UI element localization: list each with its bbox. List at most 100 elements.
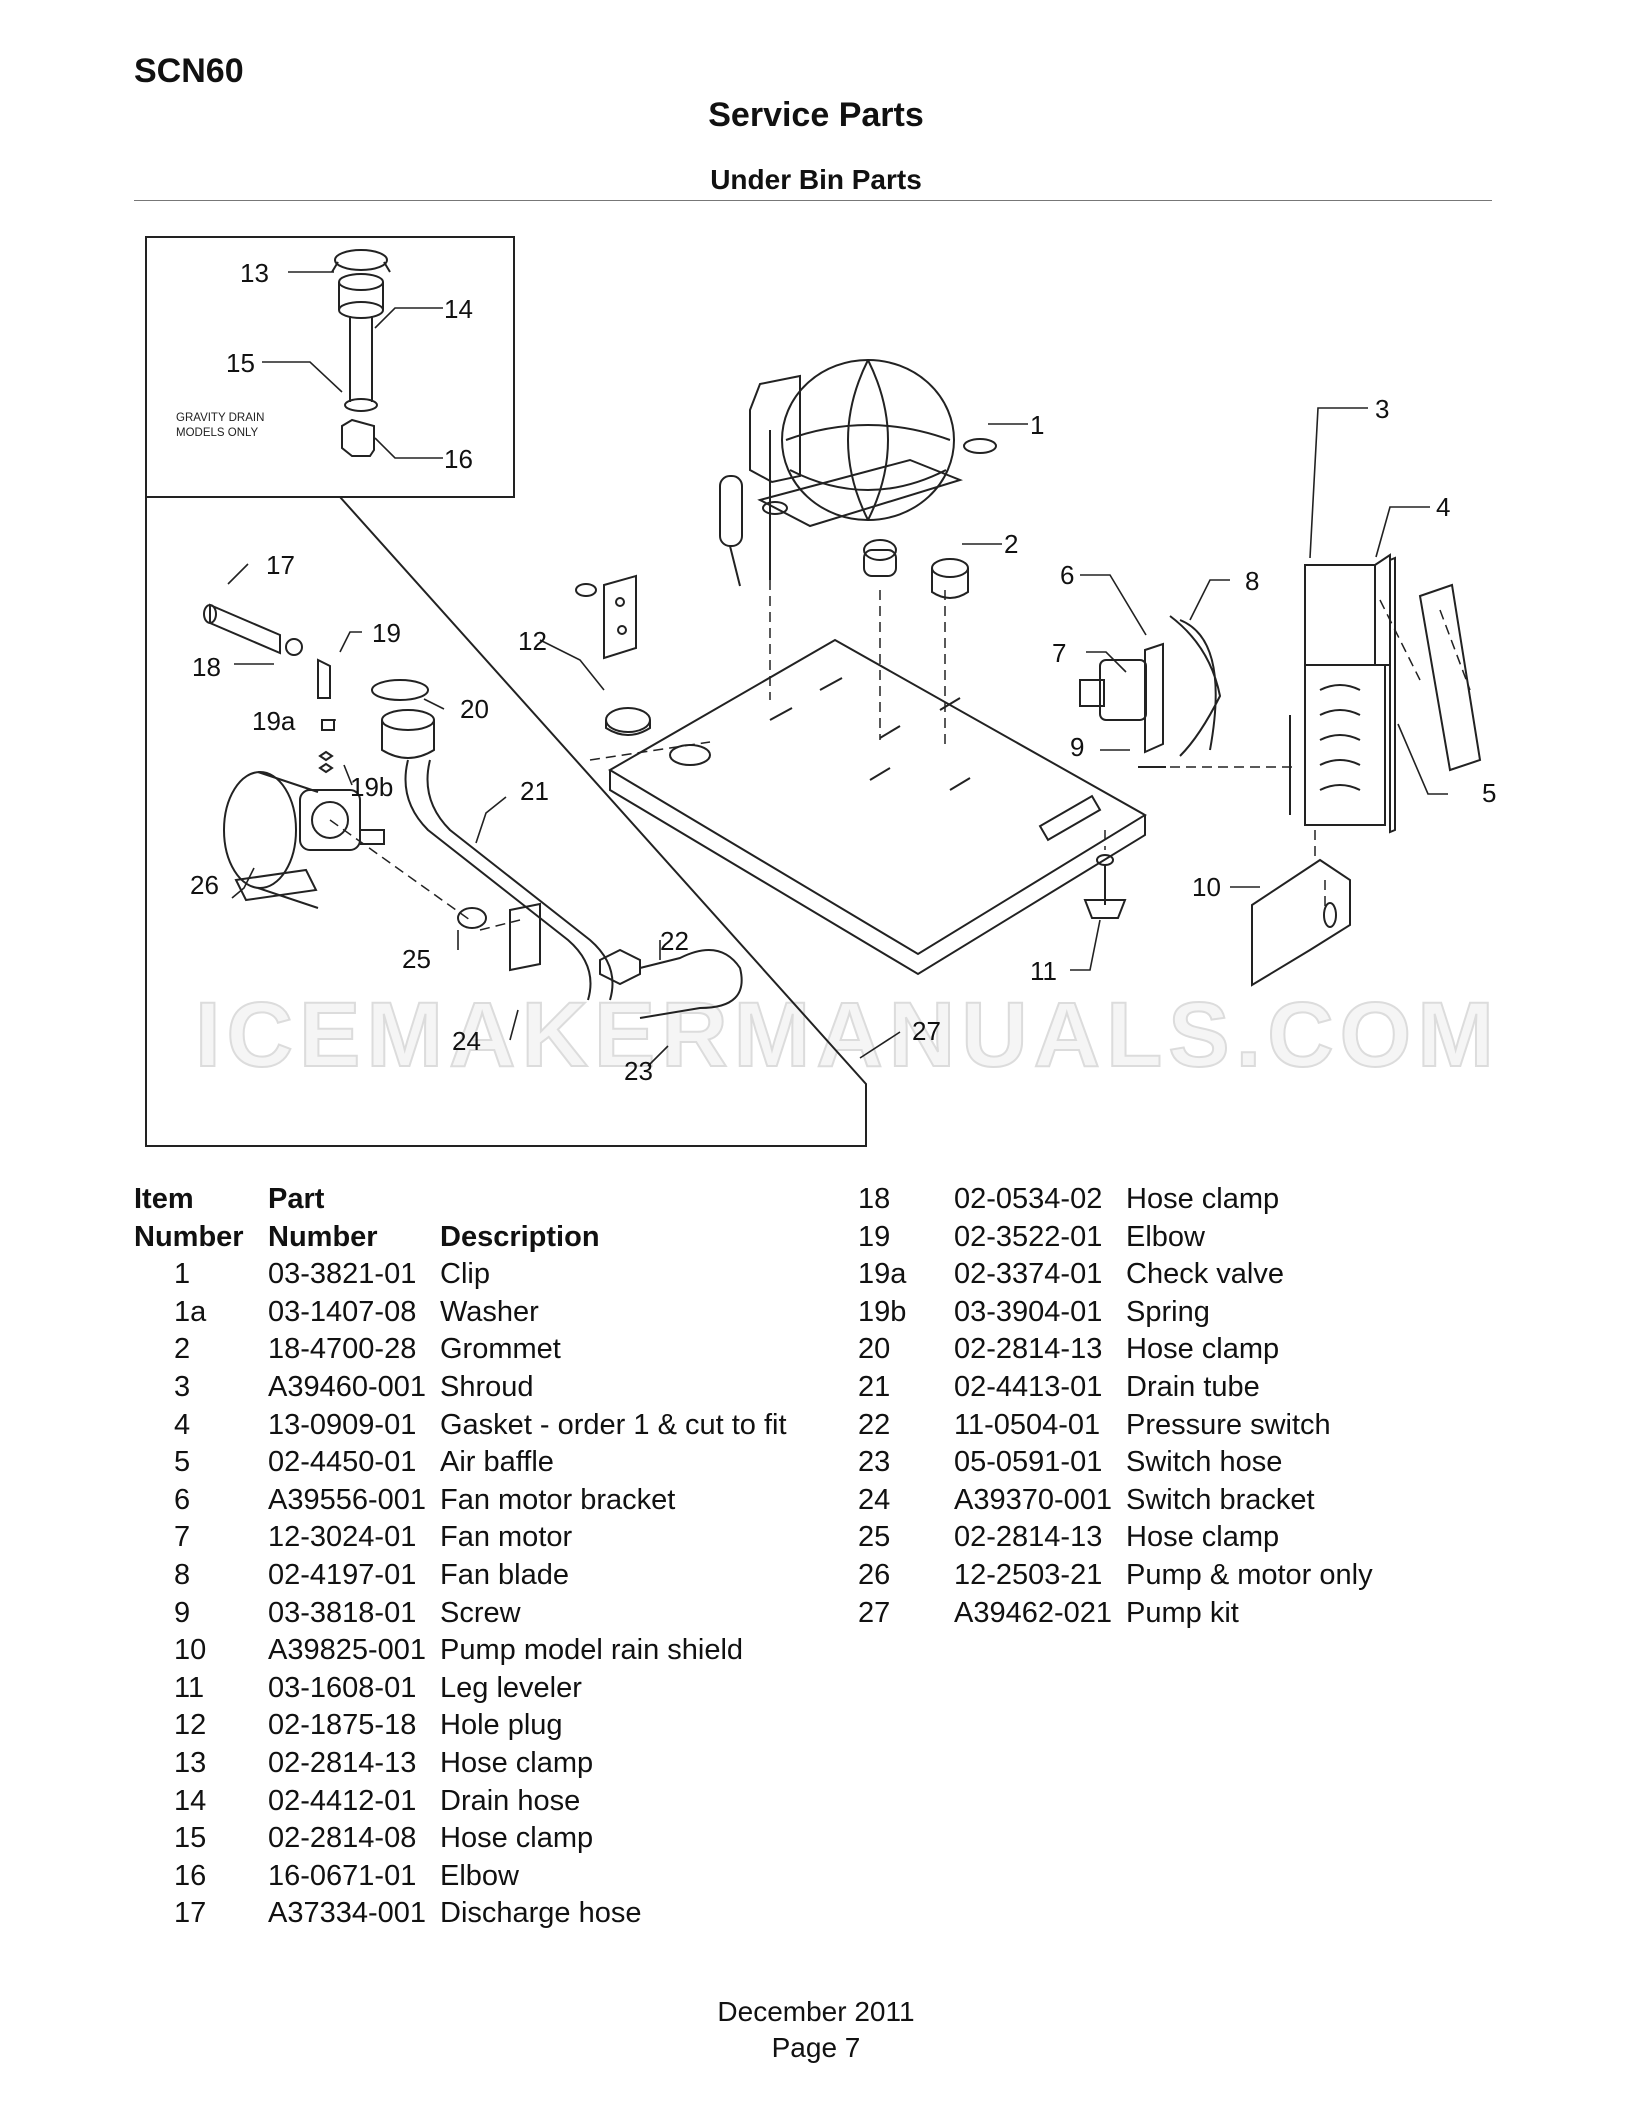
part-description: Grommet — [440, 1333, 561, 1366]
item-number: 25 — [858, 1521, 891, 1554]
part-description: Spring — [1126, 1295, 1210, 1328]
part-description: Switch hose — [1126, 1446, 1283, 1479]
table-row: 13 02-2814-13 Hose clamp — [134, 1745, 860, 1783]
part-description: Gasket - order 1 & cut to fit — [440, 1408, 787, 1441]
callout-12: 12 — [518, 626, 547, 656]
inset-note-line2: MODELS ONLY — [176, 427, 259, 439]
part-number: 02-2814-13 — [268, 1746, 417, 1779]
part-number: 02-2814-13 — [954, 1333, 1103, 1366]
callout-8: 8 — [1245, 566, 1259, 596]
part-number: 13-0909-01 — [268, 1408, 417, 1441]
part-number: 11-0504-01 — [954, 1408, 1101, 1441]
part-number: 03-1407-08 — [268, 1295, 417, 1328]
part-description: Pressure switch — [1126, 1408, 1331, 1441]
part-description: Leg leveler — [440, 1671, 582, 1704]
callout-26: 26 — [190, 870, 219, 900]
callout-17: 17 — [266, 550, 295, 580]
leader-lines — [227, 271, 1448, 1067]
item-number: 4 — [174, 1408, 191, 1441]
part-number: A37334-001 — [268, 1897, 427, 1930]
part-number: 02-2814-13 — [954, 1521, 1103, 1554]
callout-19b: 19b — [350, 772, 393, 802]
item-number: 16 — [174, 1859, 207, 1892]
part-description: Hose clamp — [440, 1746, 594, 1779]
part-number: 12-2503-21 — [954, 1558, 1103, 1591]
footer-page-number: Page 7 — [771, 2032, 861, 2063]
part-description: Pump kit — [1126, 1596, 1239, 1629]
part-description: Air baffle — [440, 1446, 554, 1479]
item-number: 23 — [858, 1446, 891, 1479]
callout-19a: 19a — [252, 706, 296, 736]
item-number: 7 — [174, 1521, 191, 1554]
part-number: 02-4413-01 — [954, 1370, 1103, 1403]
item-number: 19 — [858, 1220, 891, 1253]
callout-3: 3 — [1375, 394, 1389, 424]
part-number: 02-4450-01 — [268, 1446, 417, 1479]
item-number: 6 — [174, 1483, 191, 1516]
electrical-box — [575, 574, 637, 660]
item-number: 14 — [174, 1784, 207, 1817]
item-number: 22 — [858, 1408, 891, 1441]
assembly-lines — [329, 580, 1471, 931]
pump-kit-parts — [203, 603, 743, 1019]
header-part-number: Number — [268, 1220, 378, 1253]
clip — [963, 438, 997, 454]
part-number: 02-4197-01 — [268, 1558, 417, 1591]
item-number: 13 — [174, 1746, 207, 1779]
part-description: Drain tube — [1126, 1370, 1260, 1403]
rain-shield — [1251, 858, 1351, 987]
part-description: Washer — [440, 1295, 539, 1328]
callout-19: 19 — [372, 618, 401, 648]
part-description: Elbow — [440, 1859, 519, 1892]
header-item-number: Number — [134, 1220, 244, 1253]
callout-24: 24 — [452, 1026, 481, 1056]
part-description: Check valve — [1126, 1258, 1284, 1291]
part-number: A39460-001 — [268, 1370, 427, 1403]
item-number: 19b — [858, 1295, 907, 1328]
item-number: 21 — [858, 1370, 891, 1403]
part-description: Fan motor bracket — [440, 1483, 676, 1516]
item-number: 8 — [174, 1558, 191, 1591]
hole-plug — [605, 707, 651, 736]
callout-1: 1 — [1030, 410, 1044, 440]
part-number: 03-3818-01 — [268, 1596, 417, 1629]
item-number: 1 — [174, 1258, 191, 1291]
footer-date: December 2011 — [717, 1996, 915, 2027]
part-number: 03-1608-01 — [268, 1671, 417, 1704]
table-row: 4 13-0909-01 Gasket - order 1 & cut to fit — [134, 1407, 860, 1445]
section-subtitle: Under Bin Parts — [710, 164, 922, 195]
callout-25: 25 — [402, 944, 431, 974]
item-number: 5 — [174, 1446, 191, 1479]
callout-16: 16 — [444, 444, 473, 474]
table-row: 8 02-4197-01 Fan blade — [134, 1557, 860, 1595]
header-part: Part — [268, 1183, 325, 1215]
gravity-drain-parts — [331, 249, 391, 457]
part-description: Drain hose — [440, 1784, 581, 1817]
callout-6: 6 — [1060, 560, 1074, 590]
callout-23: 23 — [624, 1056, 653, 1086]
part-description: Fan blade — [440, 1558, 569, 1591]
part-number: A39370-001 — [954, 1483, 1113, 1516]
item-number: 24 — [858, 1483, 891, 1516]
callout-14: 14 — [444, 294, 473, 324]
item-number: 2 — [174, 1333, 191, 1366]
item-number: 9 — [174, 1596, 191, 1629]
table-row: 5 02-4450-01 Air baffle — [134, 1444, 860, 1482]
part-number: 18-4700-28 — [268, 1333, 417, 1366]
